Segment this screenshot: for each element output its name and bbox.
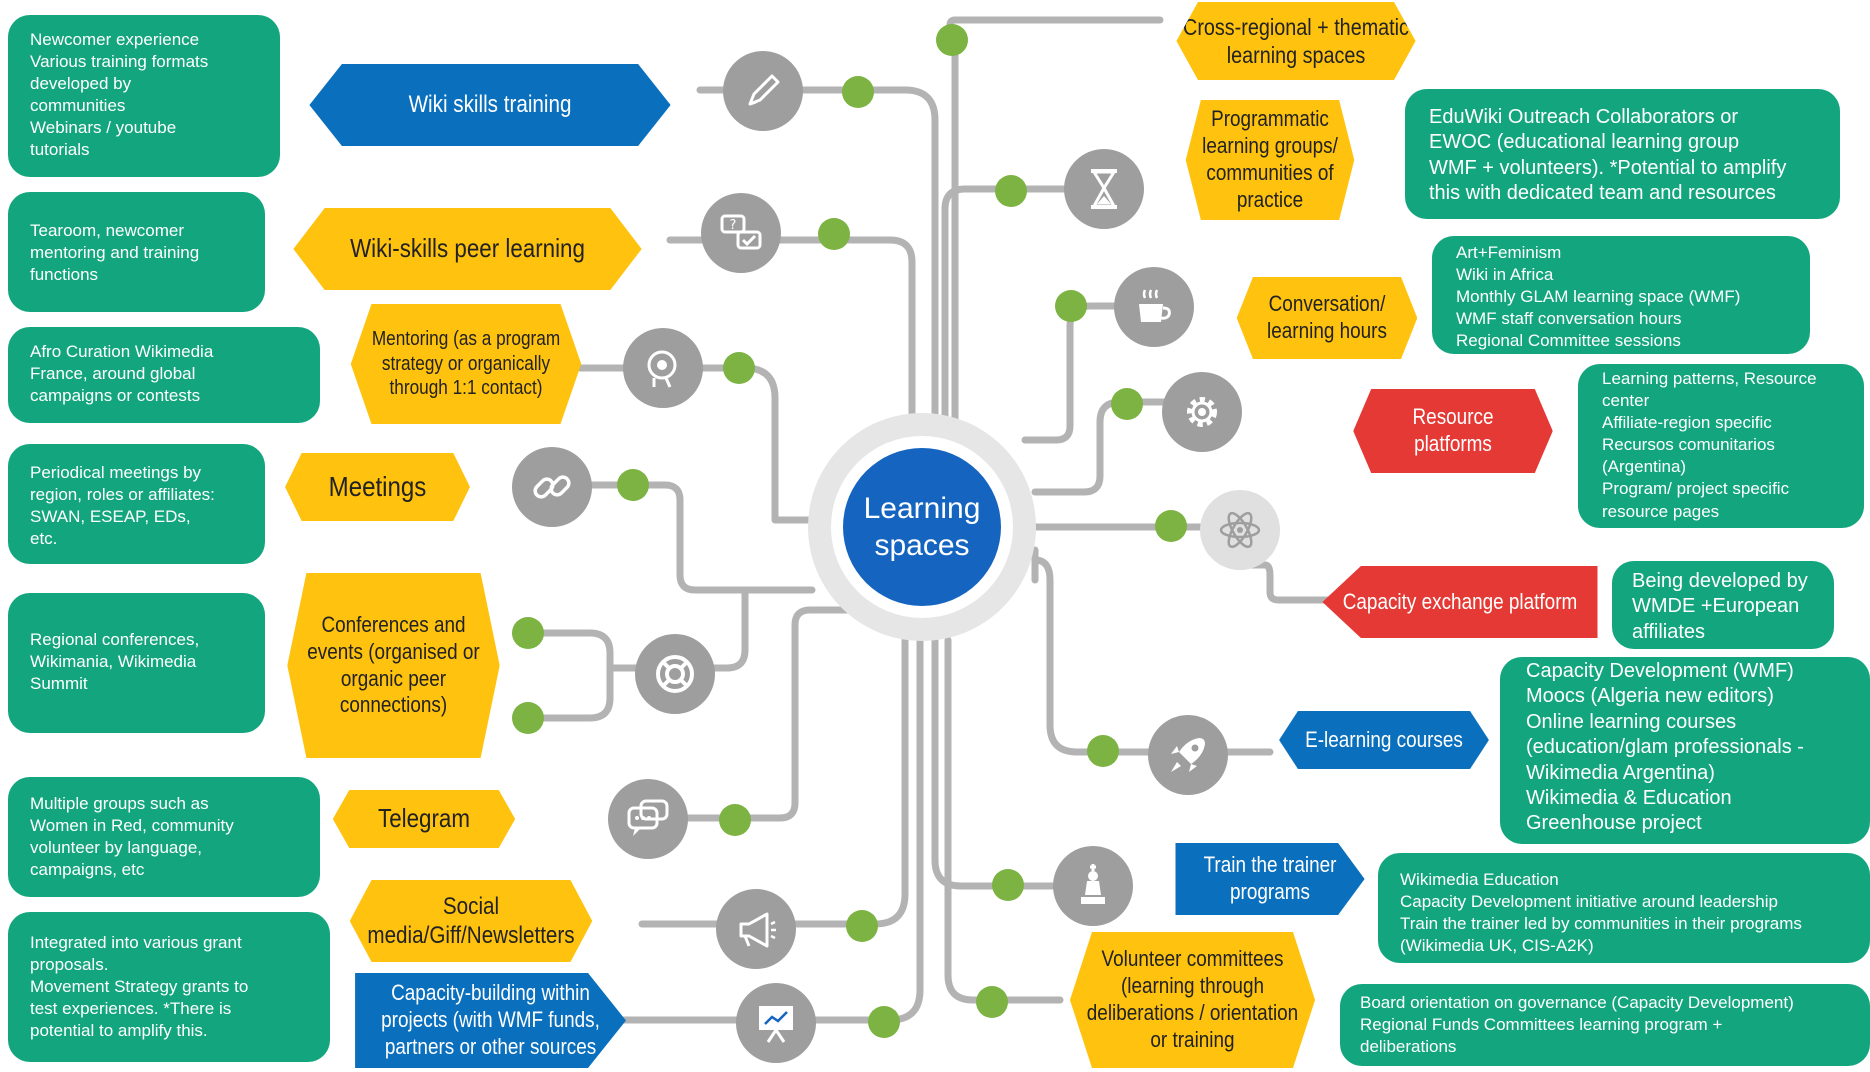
right-note-5: Being developed by WMDE +European affili…	[1612, 561, 1834, 649]
lifebuoy-icon	[635, 634, 715, 714]
left-dot-1	[842, 76, 874, 108]
left-note-2: Tearoom, newcomer mentoring and training…	[8, 192, 265, 312]
right-branch-4: Resource platforms	[1353, 389, 1553, 473]
hourglass-icon	[1064, 149, 1144, 229]
link-icon	[512, 447, 592, 527]
left-branch-6: Telegram	[332, 790, 516, 848]
right-branch-6: E-learning courses	[1279, 711, 1489, 769]
chess-king-icon	[1053, 846, 1133, 926]
coffee-cup-icon	[1114, 267, 1194, 347]
left-note-1: Newcomer experience Various training for…	[8, 15, 280, 177]
left-branch-1: Wiki skills training	[309, 64, 671, 146]
left-branch-7: Social media/Giff/Newsletters	[349, 880, 593, 962]
left-dot-6	[719, 804, 751, 836]
right-dot-8	[976, 986, 1008, 1018]
left-dot-8	[868, 1006, 900, 1038]
right-note-8: Board orientation on governance (Capacit…	[1340, 984, 1870, 1066]
head-gear-icon	[623, 328, 703, 408]
right-branch-8: Volunteer committees (learning through d…	[1069, 932, 1316, 1068]
right-note-4: Learning patterns, Resource center Affil…	[1578, 364, 1864, 528]
right-note-6: Capacity Development (WMF) Moocs (Algeri…	[1500, 657, 1870, 844]
left-dot-4	[617, 469, 649, 501]
right-dot-3	[1055, 290, 1087, 322]
left-note-5: Regional conferences, Wikimania, Wikimed…	[8, 593, 265, 733]
left-branch-3: Mentoring (as a program strategy or orga…	[350, 304, 582, 424]
left-note-3: Afro Curation Wikimedia France, around g…	[8, 327, 320, 423]
left-dot-2	[818, 218, 850, 250]
chat-check-icon: ?	[701, 193, 781, 273]
left-branch-8: Capacity-building within projects (with …	[355, 973, 626, 1068]
right-dot-1	[936, 24, 968, 56]
left-dot-5a	[512, 617, 544, 649]
right-branch-2: Programmatic learning groups/ communitie…	[1185, 100, 1355, 220]
right-note-2: EduWiki Outreach Collaborators or EWOC (…	[1405, 89, 1840, 219]
right-dot-6	[1087, 735, 1119, 767]
right-note-3: Art+Feminism Wiki in Africa Monthly GLAM…	[1432, 236, 1810, 354]
left-dot-5b	[512, 702, 544, 734]
left-note-6: Multiple groups such as Women in Red, co…	[8, 777, 320, 897]
left-branch-5: Conferences and events (organised or org…	[287, 573, 500, 758]
left-branch-2: Wiki-skills peer learning	[293, 208, 642, 290]
pen-icon	[723, 51, 803, 131]
right-dot-2	[995, 175, 1027, 207]
right-dot-7	[992, 869, 1024, 901]
presentation-board-icon	[736, 983, 816, 1063]
right-branch-3: Conversation/ learning hours	[1236, 277, 1418, 359]
megaphone-icon	[716, 889, 796, 969]
left-dot-3	[723, 352, 755, 384]
left-note-4: Periodical meetings by region, roles or …	[8, 444, 265, 564]
left-branch-4: Meetings	[285, 453, 470, 521]
right-branch-1: Cross-regional + thematic learning space…	[1176, 2, 1416, 80]
atom-icon	[1200, 490, 1280, 570]
gear-icon	[1162, 372, 1242, 452]
left-note-7: Integrated into various grant proposals.…	[8, 912, 330, 1062]
rocket-icon	[1148, 715, 1228, 795]
svg-text:?: ?	[730, 218, 737, 233]
right-note-7: Wikimedia Education Capacity Development…	[1378, 853, 1870, 963]
right-dot-5	[1155, 510, 1187, 542]
right-branch-7: Train the trainer programs	[1175, 843, 1365, 915]
left-dot-7	[846, 910, 878, 942]
chat-bubbles-icon	[608, 779, 688, 859]
center-topic: Learning spaces	[843, 448, 1001, 606]
right-branch-5: Capacity exchange platform	[1322, 566, 1598, 638]
right-dot-4	[1111, 388, 1143, 420]
